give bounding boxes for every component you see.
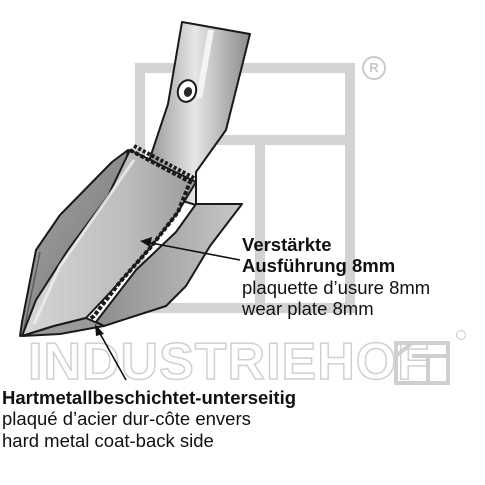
registered-mark-icon: R [362,56,386,80]
callout-coating-french: plaqué d’acier dur-côte envers [2,408,251,430]
watermark-brand-text: INDUSTRIEHOF [27,332,430,392]
wear-plate-edge [84,148,193,324]
callout-coating-english: hard metal coat-back side [2,429,214,451]
callout-hard-metal-coating: Hartmetallbeschichtet-unterseitig plaqué… [2,387,296,451]
callout-reinforced-title: Verstärkte [242,234,332,255]
share-right-wing [95,203,243,327]
callout-arrow-top-icon [140,237,241,261]
callout-arrow-bottom-icon [95,324,127,381]
callout-reinforced-french: plaquette d’usure 8mm [242,276,431,298]
callout-coating-title: Hartmetallbeschichtet-unterseitig [2,387,297,408]
callout-reinforced-version: Verstärkte Ausführung 8mm plaquette d’us… [242,234,430,319]
callout-reinforced-subtitle: Ausführung 8mm [242,255,396,277]
registered-mark-small-icon [456,330,466,340]
callout-reinforced-english: wear plate 8mm [242,297,374,319]
